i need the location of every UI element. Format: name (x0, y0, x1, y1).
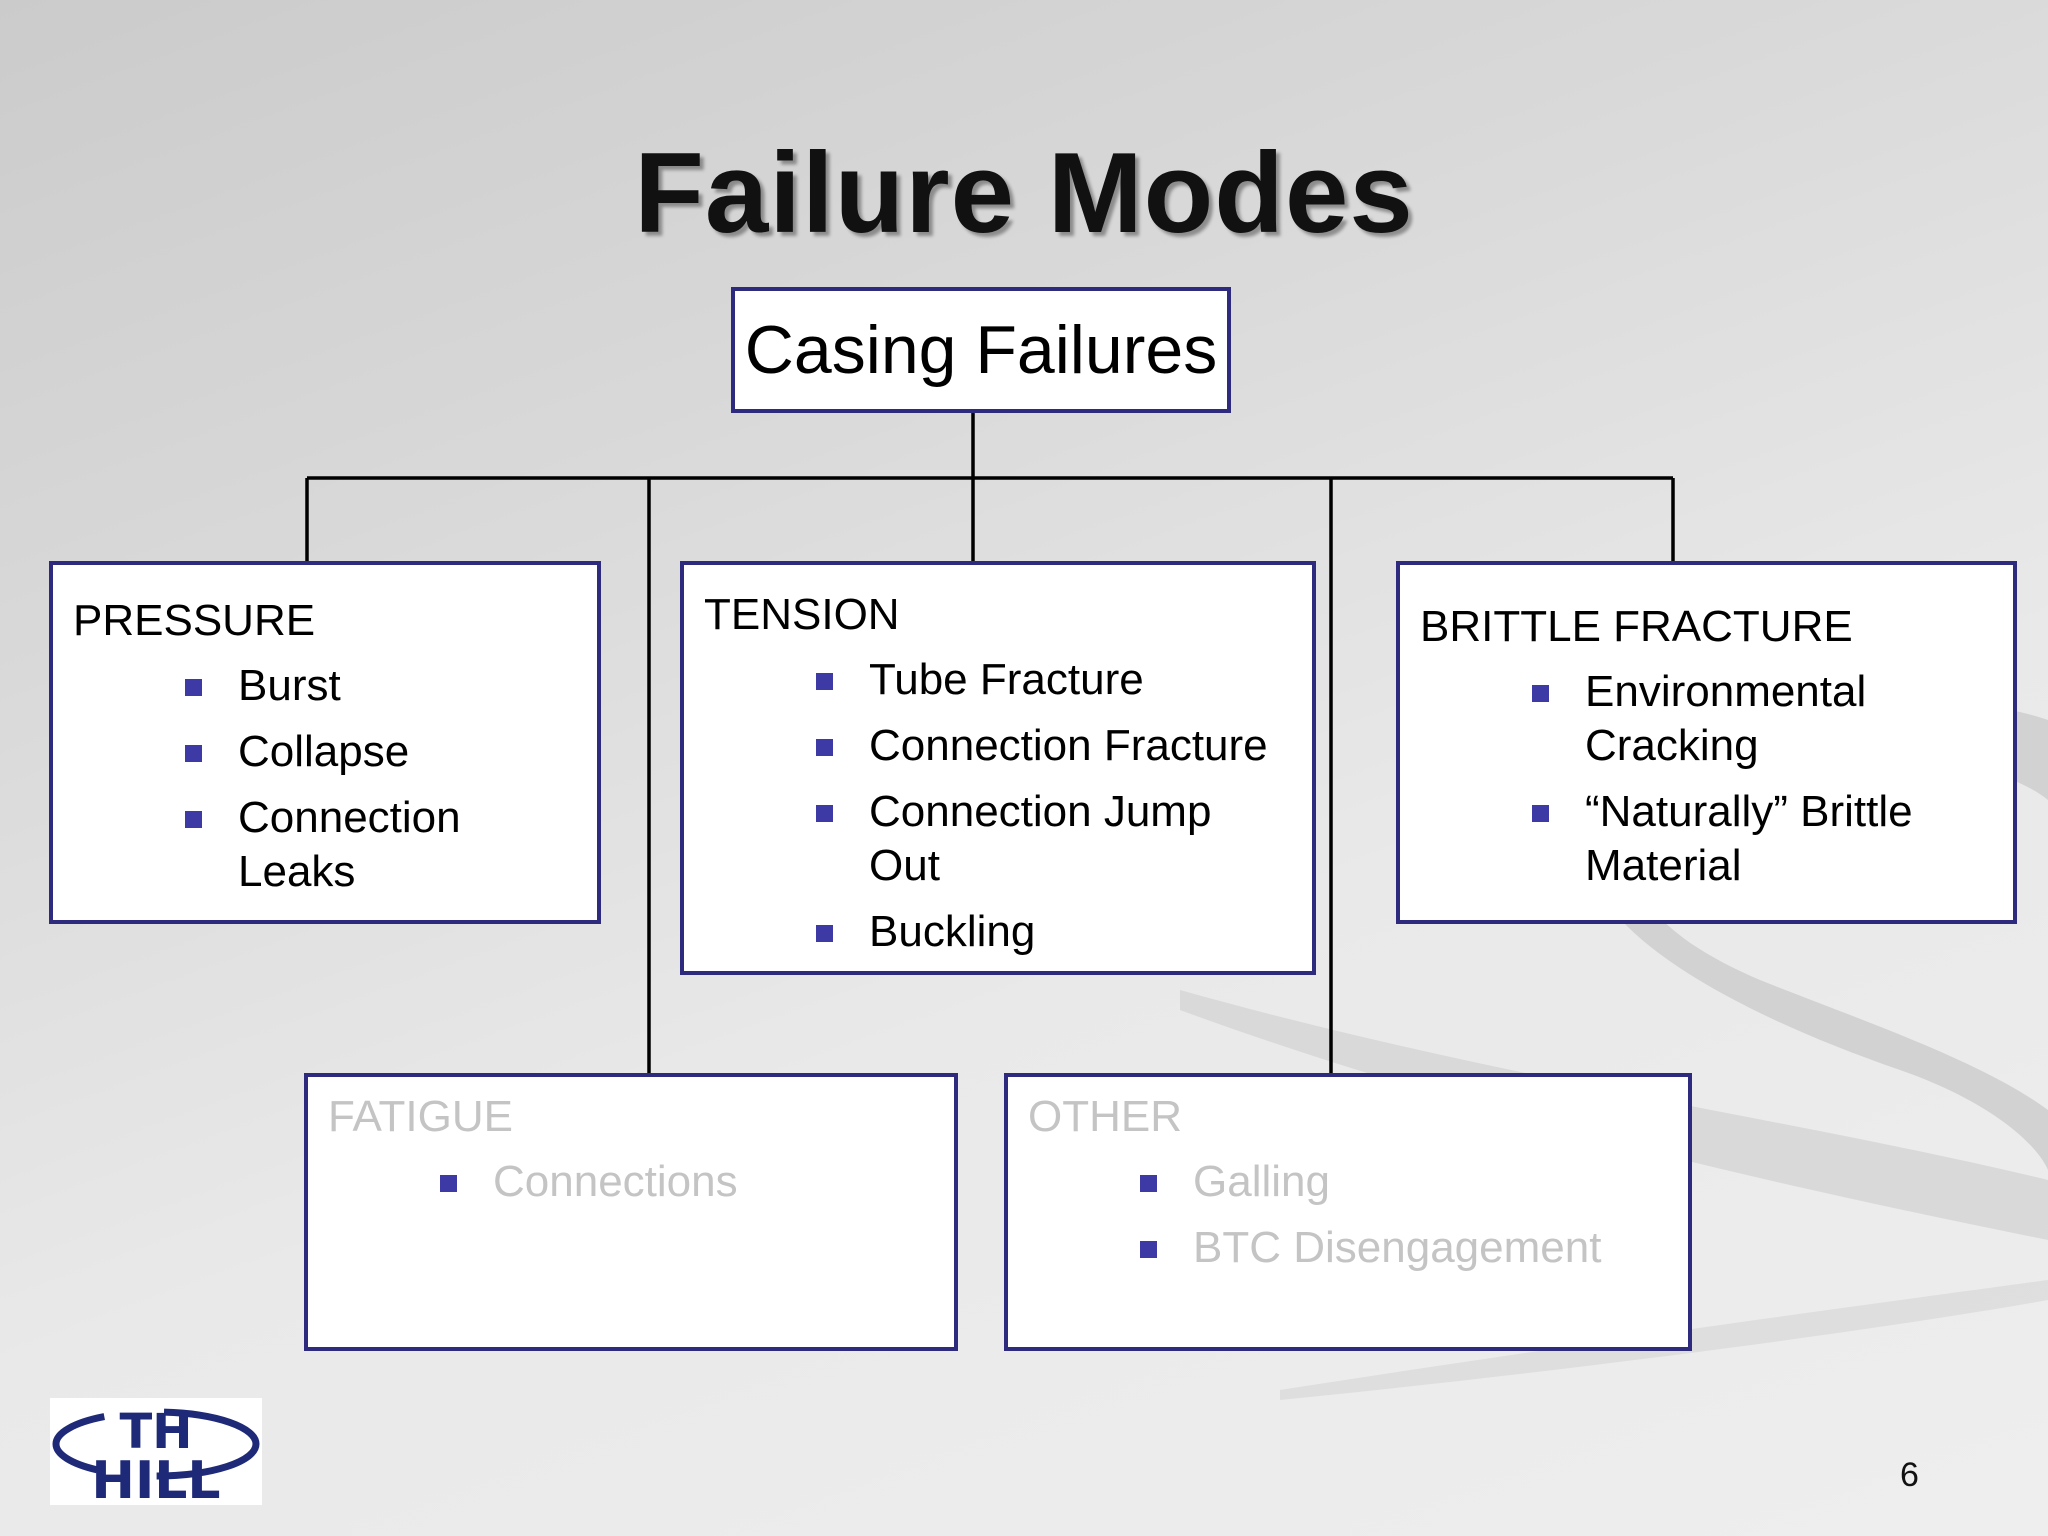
list-item: Burst (73, 659, 597, 713)
category-heading-other: OTHER (1028, 1092, 1182, 1141)
slide-title: Failure Modes (634, 130, 1414, 257)
category-items-other: Galling BTC Disengagement (1028, 1155, 1688, 1275)
category-box-other: OTHER Galling BTC Disengagement (1004, 1073, 1692, 1351)
list-item: Connection Fracture (704, 719, 1312, 773)
item-text: Tube Fracture (869, 655, 1144, 704)
square-bullet-icon (1532, 685, 1549, 702)
category-heading-brittle-fracture: BRITTLE FRACTURE (1420, 602, 1853, 651)
category-box-fatigue: FATIGUE Connections (304, 1073, 958, 1351)
item-text: Galling (1193, 1157, 1330, 1206)
square-bullet-icon (440, 1175, 457, 1192)
item-text: Burst (238, 661, 341, 710)
category-items-pressure: Burst Collapse Connection Leaks (73, 659, 597, 899)
square-bullet-icon (185, 679, 202, 696)
item-text: Buckling (869, 907, 1036, 956)
item-text: Connection Fracture (869, 721, 1268, 770)
square-bullet-icon (185, 811, 202, 828)
square-bullet-icon (816, 739, 833, 756)
list-item: Tube Fracture (704, 653, 1312, 707)
item-text: Collapse (238, 727, 410, 776)
logo-text-bottom: HILL (91, 1451, 220, 1505)
category-heading-pressure: PRESSURE (73, 596, 316, 645)
item-text: Connection Jump Out (869, 787, 1212, 890)
square-bullet-icon (1140, 1241, 1157, 1258)
list-item: Connections (328, 1155, 954, 1209)
category-box-tension: TENSION Tube Fracture Connection Fractur… (680, 561, 1316, 975)
list-item: Environmental Cracking (1420, 665, 1905, 773)
item-text: BTC Disengagement (1193, 1223, 1602, 1272)
list-item: “Naturally” Brittle Material (1420, 785, 1915, 893)
list-item: Galling (1028, 1155, 1688, 1209)
item-text: Environmental Cracking (1585, 667, 1867, 770)
item-text: “Naturally” Brittle Material (1585, 787, 1913, 890)
category-box-brittle-fracture: BRITTLE FRACTURE Environmental Cracking … (1396, 561, 2017, 924)
list-item: Connection Leaks (73, 791, 468, 899)
category-items-tension: Tube Fracture Connection Fracture Connec… (704, 653, 1312, 959)
square-bullet-icon (185, 745, 202, 762)
list-item: BTC Disengagement (1028, 1221, 1688, 1275)
page-number: 6 (1900, 1456, 1919, 1494)
category-box-pressure: PRESSURE Burst Collapse Connection Leaks (49, 561, 601, 924)
category-heading-tension: TENSION (704, 590, 900, 639)
square-bullet-icon (1140, 1175, 1157, 1192)
category-items-fatigue: Connections (328, 1155, 954, 1209)
list-item: Collapse (73, 725, 597, 779)
square-bullet-icon (816, 925, 833, 942)
list-item: Connection Jump Out (704, 785, 1249, 893)
item-text: Connection Leaks (238, 793, 461, 896)
square-bullet-icon (1532, 805, 1549, 822)
logo-text-top: TH (120, 1404, 193, 1460)
category-items-brittle-fracture: Environmental Cracking “Naturally” Britt… (1420, 665, 2013, 893)
square-bullet-icon (816, 805, 833, 822)
root-node-label: Casing Failures (744, 312, 1218, 388)
list-item: Buckling (704, 905, 1312, 959)
root-node-casing-failures: Casing Failures (731, 287, 1231, 413)
item-text: Connections (493, 1157, 738, 1206)
th-hill-logo: TH HILL (50, 1398, 262, 1505)
square-bullet-icon (816, 673, 833, 690)
category-heading-fatigue: FATIGUE (328, 1092, 513, 1141)
